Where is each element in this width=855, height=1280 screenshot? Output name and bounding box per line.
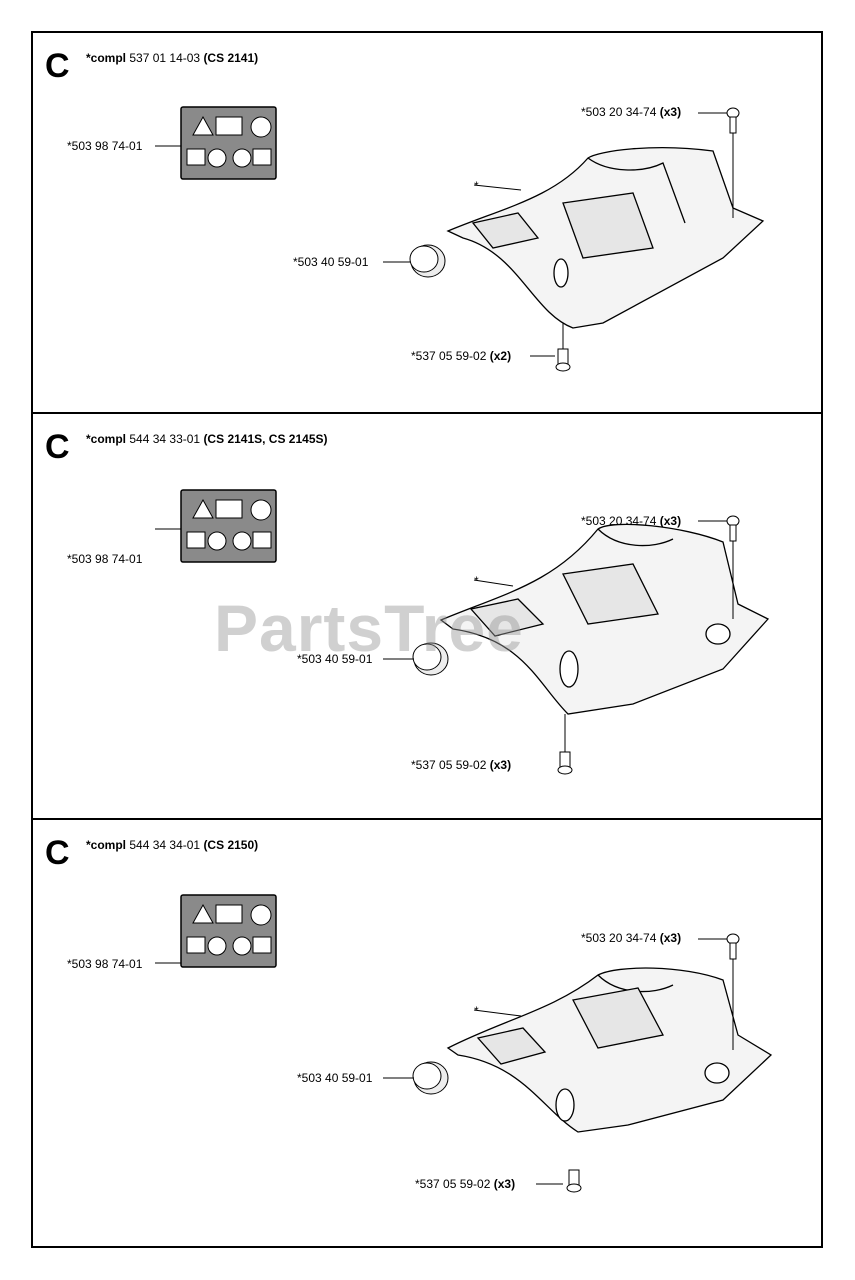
kit-title: *compl 544 34 33-01 (CS 2141S, CS 2145S) [86,432,328,446]
cover-illustration [155,106,765,372]
kit-models: (CS 2141) [203,51,259,65]
screw-bottom-qty: (x2) [489,349,512,363]
screw-bottom-part: *537 05 59-02 [411,349,487,363]
cylinder-cover-icon [446,147,765,329]
title-prefix: *compl [86,432,127,446]
screw-bottom-part: *537 05 59-02 [411,758,487,772]
screw-top-label: *503 20 34-74 (x3) [581,931,681,945]
screw-bottom-qty: (x3) [489,758,512,772]
rubber-cap-icon [409,244,446,278]
screw-bottom-icon [557,714,573,775]
section-letter: C [45,834,70,872]
section-letter: C [45,47,70,85]
screw-top-icon [726,107,740,218]
kit-part-number: 537 01 14-03 [129,51,201,65]
cover-illustration [155,489,770,775]
screw-top-label: *503 20 34-74 (x3) [581,105,681,119]
screw-top-qty: (x3) [659,931,682,945]
rubber-cap-icon [412,1061,449,1095]
cover-illustration [155,894,773,1193]
cover-star-label: * [474,574,479,588]
title-prefix: *compl [86,838,127,852]
warning-decal-icon [180,489,277,563]
warning-decal-icon [180,106,277,180]
kit-part-number: 544 34 33-01 [129,432,201,446]
kit-title: *compl 544 34 34-01 (CS 2150) [86,838,258,852]
watermark: PartsTree [214,591,524,665]
screw-bottom-icon [566,1169,582,1193]
screw-top-icon [726,933,740,1050]
kit-part-number: 544 34 34-01 [129,838,201,852]
screw-top-qty: (x3) [659,514,682,528]
diagram-frame: C *compl 537 01 14-03 (CS 2141) [31,31,823,1248]
screw-top-label: *503 20 34-74 (x3) [581,514,681,528]
screw-bottom-label: *537 05 59-02 (x2) [411,349,511,363]
title-prefix: *compl [86,51,127,65]
screw-top-part: *503 20 34-74 [581,105,657,119]
section-letter: C [45,428,70,466]
panel-cs2141: C *compl 537 01 14-03 (CS 2141) [33,33,821,412]
screw-top-qty: (x3) [659,105,682,119]
screw-bottom-label: *537 05 59-02 (x3) [411,758,511,772]
cover-star-label: * [474,1004,479,1018]
decal-label: *503 98 74-01 [67,957,143,971]
cylinder-cover-icon [439,523,770,715]
panel-cs2150: C *compl 544 34 34-01 (CS 2150) [33,818,821,1246]
cap-label: *503 40 59-01 [293,255,369,269]
screw-top-part: *503 20 34-74 [581,931,657,945]
screw-bottom-qty: (x3) [493,1177,516,1191]
cylinder-cover-icon [446,967,773,1133]
cap-label: *503 40 59-01 [297,652,373,666]
decal-label: *503 98 74-01 [67,139,143,153]
warning-decal-icon [180,894,277,968]
screw-bottom-part: *537 05 59-02 [415,1177,491,1191]
panel-cs2141s-cs2145s: C *compl 544 34 33-01 (CS 2141S, CS 2145… [33,412,821,818]
screw-bottom-label: *537 05 59-02 (x3) [415,1177,515,1191]
screw-bottom-icon [555,323,571,372]
kit-models: (CS 2150) [203,838,259,852]
decal-label: *503 98 74-01 [67,552,143,566]
kit-title: *compl 537 01 14-03 (CS 2141) [86,51,258,65]
screw-top-part: *503 20 34-74 [581,514,657,528]
cap-label: *503 40 59-01 [297,1071,373,1085]
cover-star-label: * [474,179,479,193]
kit-models: (CS 2141S, CS 2145S) [203,432,328,446]
